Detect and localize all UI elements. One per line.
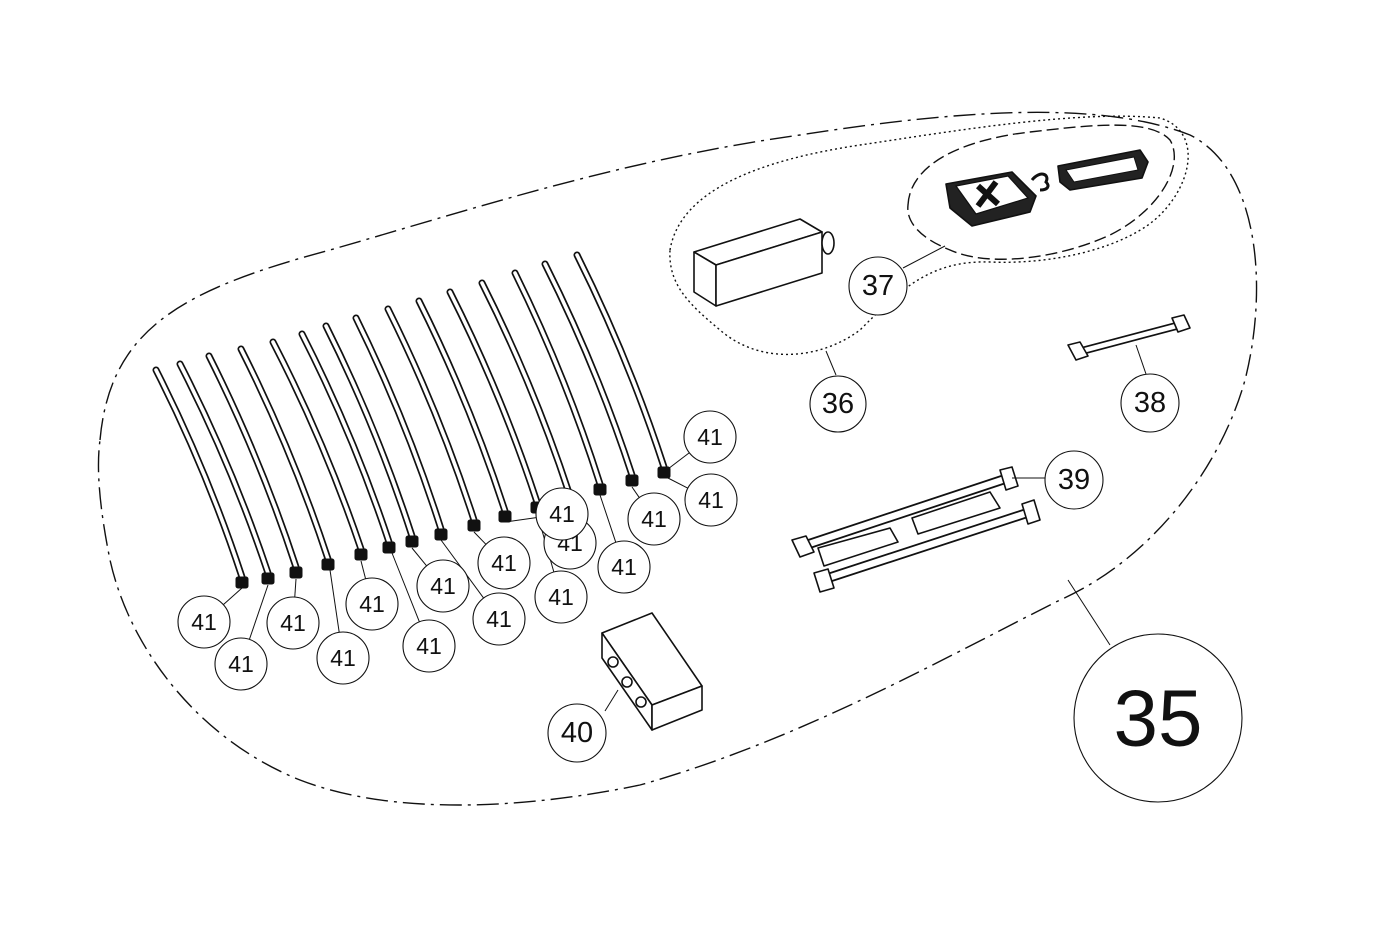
callout-41-label: 41 (486, 606, 512, 632)
callout-41-circle (627, 492, 681, 546)
cable-tie-leader (294, 578, 297, 598)
cable-tie-strap-inner (417, 299, 507, 513)
cable-tie-leader (329, 569, 340, 633)
controller-box (693, 218, 835, 307)
cable-tie-strap-inner (543, 262, 634, 477)
callout-41-circle (597, 540, 651, 594)
cable-tie-strap-inner (575, 253, 666, 469)
cable-tie-strap-inner (239, 347, 330, 561)
cable-tie-leader (667, 477, 689, 489)
cable-tie-strap (322, 322, 416, 540)
cable-tie-leader (631, 486, 640, 498)
callout-41-label: 41 (697, 424, 723, 450)
badge-clip (945, 149, 1149, 227)
callout-41-circle (177, 595, 231, 649)
cable-tie-head (593, 483, 607, 496)
long-brackets (791, 466, 1041, 593)
callout-38-label: 38 (1134, 387, 1166, 419)
callout-41-label: 41 (330, 645, 356, 671)
cable-tie-leader (223, 587, 243, 606)
mount-block (601, 612, 703, 731)
callout-41-circle (477, 536, 531, 590)
callout-36: 36 (809, 375, 867, 433)
callout-35-label: 35 (1114, 674, 1203, 763)
callout-40-label: 40 (561, 717, 593, 749)
cable-tie-head (467, 519, 481, 532)
cable-tie-strap-inner (324, 324, 414, 538)
callout-41-circle (416, 559, 470, 613)
cable-tie-head (289, 566, 303, 579)
callout-41-circle (683, 410, 737, 464)
callout-41-label: 41 (416, 633, 442, 659)
callout-41-label: 41 (228, 651, 254, 677)
cable-tie-leader (411, 547, 427, 567)
cable-tie-strap (176, 360, 272, 577)
cable-tie-leader (504, 517, 537, 523)
callout-39-label: 39 (1058, 464, 1090, 496)
cable-tie-head (354, 548, 368, 561)
callout-41-label: 41 (491, 550, 517, 576)
cable-tie-head (498, 510, 512, 523)
callout-41-circle (214, 637, 268, 691)
group-36-outline (669, 115, 1189, 356)
callout-41-circle (345, 577, 399, 631)
cable-tie-leader (391, 552, 420, 623)
callout-41-circle (316, 631, 370, 685)
cable-tie-leader (360, 560, 367, 579)
callout-41-label: 41 (430, 573, 456, 599)
cable-tie-head (321, 558, 335, 571)
cable-tie-head (261, 572, 275, 585)
cable-tie-strap-inner (448, 290, 539, 504)
cable-ties (152, 251, 671, 589)
callout-41-label: 41 (698, 487, 724, 513)
group-37-outline (907, 124, 1175, 260)
callout-41-circle (534, 570, 588, 624)
cable-tie-strap-inner (178, 362, 270, 575)
callout-41-label: 41 (359, 591, 385, 617)
callout-41-circle (535, 487, 589, 541)
callout-36-label: 36 (822, 388, 854, 420)
cable-tie-leader (663, 452, 690, 473)
callout-41-circle (472, 592, 526, 646)
cable-tie-strap-inner (154, 368, 244, 579)
cable-tie-strap-inner (480, 281, 571, 495)
cable-tie-strap-inner (300, 332, 391, 544)
cable-tie-strap-inner (386, 307, 476, 522)
cable-tie-strap-inner (513, 271, 602, 486)
callout-41-label: 41 (191, 609, 217, 635)
kit-outline (97, 111, 1258, 806)
callout-37: 37 (848, 256, 908, 316)
callout-41-circle (402, 619, 456, 673)
callout-41-label: 41 (280, 610, 306, 636)
cable-tie-strap-inner (271, 340, 363, 551)
short-bracket (1067, 314, 1191, 361)
cable-tie-strap-inner (207, 354, 298, 569)
callout-41-circle (266, 596, 320, 650)
cable-tie-head (235, 576, 249, 589)
cable-tie-leader (473, 531, 487, 545)
callout-41-label: 41 (549, 501, 575, 527)
callout-41-label: 41 (548, 584, 574, 610)
callout-35: 35 (1073, 633, 1243, 803)
callout-41-label: 41 (641, 506, 667, 532)
callout-38: 38 (1120, 373, 1180, 433)
cable-tie-head (625, 474, 639, 487)
cable-tie-head (405, 535, 419, 548)
callout-41-circle (684, 473, 738, 527)
callout-39: 39 (1044, 450, 1104, 510)
callout-40: 40 (547, 703, 607, 763)
cable-tie-head (434, 528, 448, 541)
callout-41-label: 41 (611, 554, 637, 580)
cable-tie-leader (248, 584, 269, 640)
callout-37-label: 37 (862, 270, 894, 302)
cable-tie-leader (599, 494, 617, 543)
cable-tie-head (382, 541, 396, 554)
cable-tie-strap-inner (354, 316, 443, 531)
leader-lines (604, 245, 1147, 712)
